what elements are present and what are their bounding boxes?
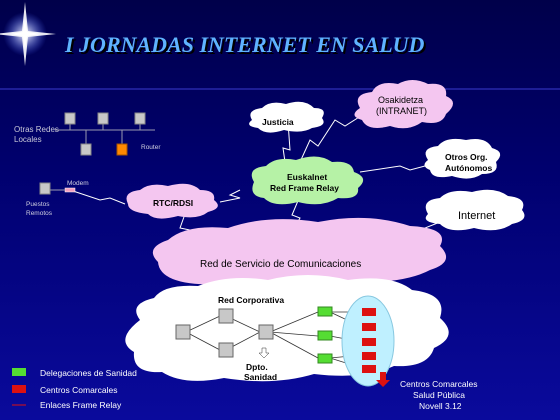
centro-icon <box>362 352 376 360</box>
intranet-label: (INTRANET) <box>376 106 427 116</box>
modem-label: Modem <box>67 180 89 187</box>
remote-pc-icon <box>39 182 51 195</box>
legend-centros: Centros Comarcales <box>40 385 117 395</box>
router-icon <box>116 143 128 156</box>
arrow-down-red-icon <box>376 372 390 387</box>
internet-cloud: Internet <box>425 189 525 231</box>
osakidetza-label: Osakidetza <box>378 95 423 105</box>
link-modem <box>69 189 126 205</box>
novell-label: Novell 3.12 <box>419 401 462 411</box>
legend-delegaciones: Delegaciones de Sanidad <box>40 368 137 378</box>
pc-icon <box>80 143 92 156</box>
centro-icon <box>362 365 376 373</box>
node-box <box>258 324 274 340</box>
node-box <box>218 342 234 358</box>
osakidetza-cloud: Osakidetza (INTRANET) <box>354 80 453 129</box>
modem-icon <box>64 187 76 193</box>
pc-icon <box>134 112 146 125</box>
star-icon <box>0 2 56 66</box>
euskalnet-cloud: Euskalnet Red Frame Relay <box>251 156 364 205</box>
rtc-rdsi-cloud: RTC/RDSI <box>126 183 218 219</box>
arrow-down-icon <box>258 347 270 359</box>
title-shadow: I JORNADAS INTERNET EN SALUD <box>66 34 427 59</box>
salud-publica-label: Salud Pública <box>413 390 465 400</box>
justicia-cloud: Justicia <box>249 101 324 133</box>
page-title: I JORNADAS INTERNET EN SALUD <box>64 32 425 57</box>
router-label: Router <box>141 144 161 151</box>
delegacion-icon <box>317 330 333 341</box>
legend-swatch-delegaciones <box>12 368 26 376</box>
red-servicio-label: Red de Servicio de Comunicaciones <box>200 259 361 270</box>
autonomos-label: Autónomos <box>445 163 492 173</box>
legend-swatch-centros <box>12 385 26 393</box>
otros-org-label: Otros Org. <box>445 152 488 162</box>
otras-redes-label: Otras Redes <box>14 125 59 134</box>
otros-org-cloud: Otros Org. Autónomos <box>424 138 501 179</box>
puestos-label-2: Remotos <box>26 210 53 217</box>
link-osakidetza <box>299 106 376 163</box>
puestos-label: Puestos <box>26 201 50 208</box>
pc-icon <box>64 112 76 125</box>
pc-icon <box>97 112 109 125</box>
rtc-label: RTC/RDSI <box>153 198 193 208</box>
legend-enlaces: Enlaces Frame Relay <box>40 400 122 410</box>
centro-icon <box>362 308 376 316</box>
sanidad-label: Sanidad <box>244 372 277 382</box>
justicia-label: Justicia <box>262 117 294 127</box>
otras-redes-label-2: Locales <box>14 135 42 144</box>
legend: Delegaciones de Sanidad Centros Comarcal… <box>12 368 137 410</box>
delegacion-icon <box>317 306 333 317</box>
centros-comarcales-label: Centros Comarcales <box>400 379 477 389</box>
euskalnet-label: Euskalnet <box>287 172 327 182</box>
dpto-label: Dpto. <box>246 362 268 372</box>
link-justicia <box>282 121 291 163</box>
red-servicio-cloud: Red de Servicio de Comunicaciones <box>152 217 447 288</box>
red-corporativa-cloud: Red Corporativa Dpto. S <box>125 275 449 387</box>
node-box <box>175 324 191 340</box>
local-network: Otras Redes Locales Router Modem Puestos… <box>14 112 161 217</box>
centro-icon <box>362 323 376 331</box>
link-rtc <box>219 189 241 203</box>
delegacion-icon <box>317 353 333 364</box>
red-corporativa-label: Red Corporativa <box>218 295 284 305</box>
centro-icon <box>362 338 376 346</box>
frame-relay-label: Red Frame Relay <box>270 183 339 193</box>
node-box <box>218 308 234 324</box>
internet-label: Internet <box>458 210 495 222</box>
